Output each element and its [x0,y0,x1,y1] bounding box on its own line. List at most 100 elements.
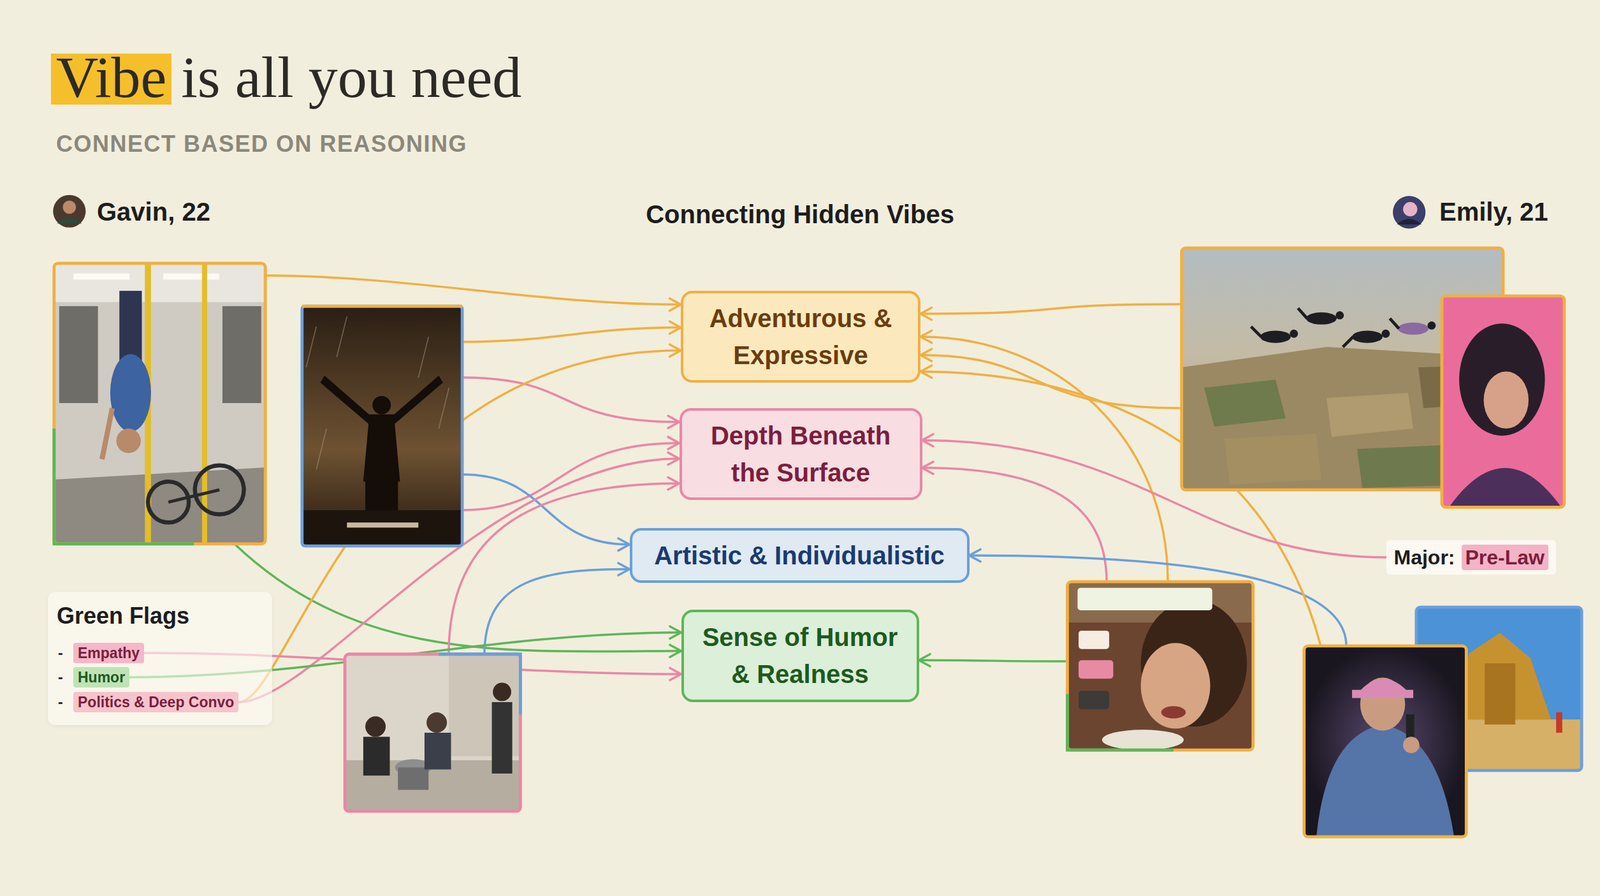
portrait-photo-part [1483,370,1529,429]
arrow-head [920,348,932,361]
avatar [52,195,86,228]
connector [922,434,1387,558]
concert-photo-part [1304,645,1467,837]
list-bullet: - [58,642,64,663]
skydiving-photo-part [1381,329,1390,338]
green-flags-panel: Green FlagsEmpathyHumorPolitics & Deep C… [47,591,273,725]
movie-poster-part [372,395,391,415]
person-name: Gavin, 22 [96,196,211,227]
subway-photo-part [54,263,266,544]
concert-photo-part [1403,736,1420,753]
connector-line [919,659,1068,662]
subway-photo-part [101,407,113,459]
flag-chip: Politics & Deep Convo [73,691,239,713]
tag-key: Major: [1394,544,1456,570]
arrow-head [668,452,680,465]
arrow-head [922,434,934,447]
arrow-head [919,654,931,667]
arrow-head [669,667,682,680]
diagram-title: Vibe is all you need [56,42,522,113]
arrow-head [669,644,682,657]
selfie-photo-part [1161,705,1186,718]
movie-poster [302,305,463,546]
portrait-photo-part [1459,323,1545,436]
node-text: Empathy [77,643,140,662]
vibe-box: Artistic & Individualistic [629,527,970,583]
movie-poster-part [363,414,401,482]
band-photo-part [438,654,521,714]
band-photo-part [492,701,513,774]
concert-photo-part [1304,645,1467,837]
subway-photo-part [54,467,266,544]
flag-chip: Empathy [73,642,145,663]
portrait-photo [1441,295,1565,507]
selfie-photo-part [1067,581,1253,750]
avatar-part [1392,195,1426,229]
person-name: Emily, 21 [1439,196,1548,227]
node-text: Politics & Deep Convo [77,692,234,711]
photo-link [265,275,681,311]
selfie-photo-part [1067,581,1253,750]
portrait-photo-part [1448,467,1562,508]
subway-photo-part [73,273,130,280]
node-text: Artistic & Individualistic [654,536,945,574]
band-photo-part [363,736,391,776]
concert-photo [1304,645,1467,837]
arrow-head [669,298,681,311]
band-photo-part [344,654,521,811]
connector-line [462,474,630,545]
selfie-photo [1067,581,1253,750]
concert-photo-part [1304,645,1467,837]
subway-photo-part [202,263,208,544]
skydiving-photo-part [1352,330,1383,343]
arrow-head [668,436,680,449]
photo-link [462,436,680,510]
avatar-part [57,218,82,224]
skydiving-photo-part [1289,329,1298,338]
node-text: Depth Beneath the Surface [698,416,903,491]
skydiving-photo-part [1306,312,1337,325]
skydiving-photo-part [1427,321,1436,330]
arrow-head [920,307,932,320]
connector-line [462,327,681,342]
album-cover-part [1556,712,1563,733]
vibe-box: Sense of Humor & Realness [681,609,920,702]
movie-poster-part [302,305,463,546]
photo-link [234,543,682,657]
arrow-head [969,548,982,561]
subway-photo-part [116,428,141,453]
selfie-photo-part [1067,693,1173,750]
movie-poster-part [302,304,463,308]
band-photo-part [365,715,386,737]
avatar [1392,195,1426,229]
album-cover-part [1484,662,1516,725]
band-photo-part [492,682,512,702]
connector-line [265,275,681,305]
list-bullet: - [58,691,64,713]
subway-photo-part [110,353,152,432]
band-photo-part [426,712,447,733]
vibe-box: Depth Beneath the Surface [679,407,923,500]
subway-photo-part [168,489,220,502]
panel-heading: Green Flags [56,601,190,630]
photo-link [920,304,1182,320]
subway-photo-part [54,263,266,303]
skydiving-photo-part [1326,392,1414,437]
band-photo-part [397,766,429,790]
movie-poster-part [302,509,463,546]
selfie-photo-part [1077,587,1212,611]
arrow-head [618,562,630,575]
list-bullet: - [58,666,64,688]
connector-line [920,371,1321,646]
connector-line [920,355,1182,408]
subway-photo-part [119,290,142,363]
selfie-photo-part [1141,642,1211,728]
arrow-head [669,625,682,639]
skydiving-photo-part [1204,379,1286,427]
avatar-part [62,200,76,214]
vibe-box: Adventurous & Expressive [680,290,921,383]
photo-link [920,365,1321,646]
band-photo-part [344,654,521,811]
photo-link [462,474,630,551]
band-photo [344,654,521,811]
